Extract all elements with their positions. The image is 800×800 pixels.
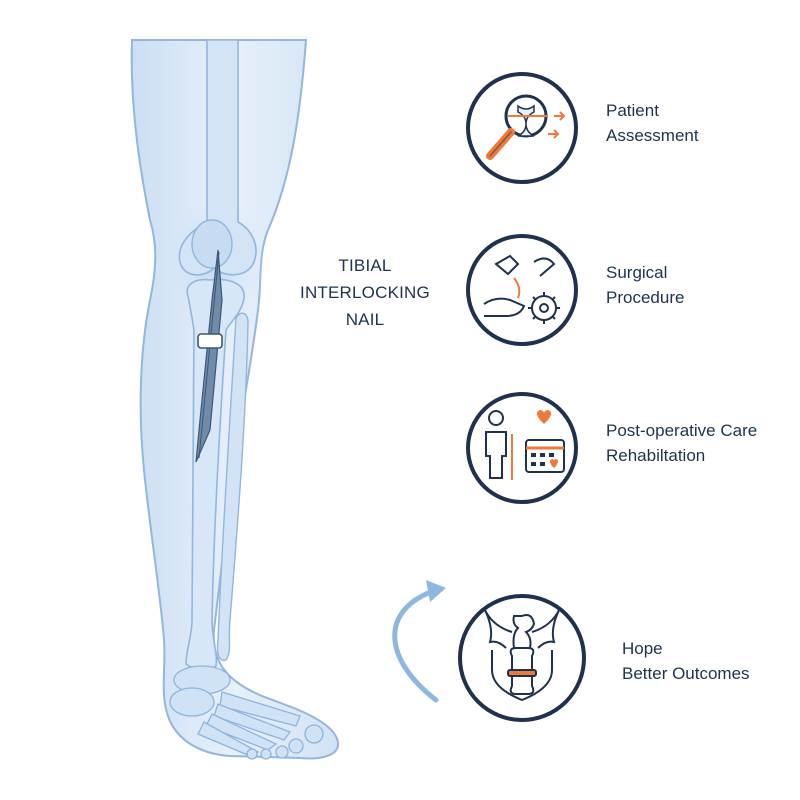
step-label-surgical-procedure: Surgical Procedure — [606, 260, 684, 310]
step-4-line-2: Better Outcomes — [622, 664, 750, 683]
curved-progress-arrow — [392, 580, 446, 703]
tibial-nail-implant — [195, 249, 223, 463]
step-label-hope: Hope Better Outcomes — [622, 636, 750, 686]
title-line-1: TIBIAL — [338, 256, 392, 275]
step-3-line-1: Post-operative Care — [606, 421, 758, 440]
interlocking-screw — [197, 333, 223, 349]
step-4-line-1: Hope — [622, 639, 663, 658]
step-2-line-2: Procedure — [606, 288, 685, 307]
leg-illustration — [130, 39, 340, 760]
step-circle-patient-assessment — [466, 72, 578, 184]
patella-bone — [191, 219, 233, 269]
phoenix-bone-shield-icon — [483, 607, 561, 702]
title-line-2: INTERLOCKING — [300, 283, 430, 302]
step-3-line-2: Rehabiltation — [606, 446, 706, 465]
tibia-bone — [185, 278, 245, 671]
title-line-3: NAIL — [345, 310, 385, 329]
diagram-title: TIBIAL INTERLOCKING NAIL — [290, 252, 440, 333]
foot-bones — [169, 665, 324, 760]
magnifier-bone-icon — [486, 94, 566, 160]
step-label-patient-assessment: Patient Assessment — [606, 98, 699, 148]
fibula-bone — [216, 312, 249, 662]
step-2-line-1: Surgical — [606, 263, 668, 282]
step-label-post-operative-care: Post-operative Care Rehabiltation — [606, 418, 757, 468]
step-circle-surgical-procedure — [466, 234, 578, 346]
step-circle-post-operative-care — [466, 392, 578, 504]
patient-crutch-calendar-heart-icon — [485, 410, 565, 480]
surgical-tools-gear-icon — [483, 254, 560, 324]
step-1-line-1: Patient — [606, 101, 659, 120]
step-1-line-2: Assessment — [606, 126, 699, 145]
step-circle-hope — [458, 594, 586, 722]
